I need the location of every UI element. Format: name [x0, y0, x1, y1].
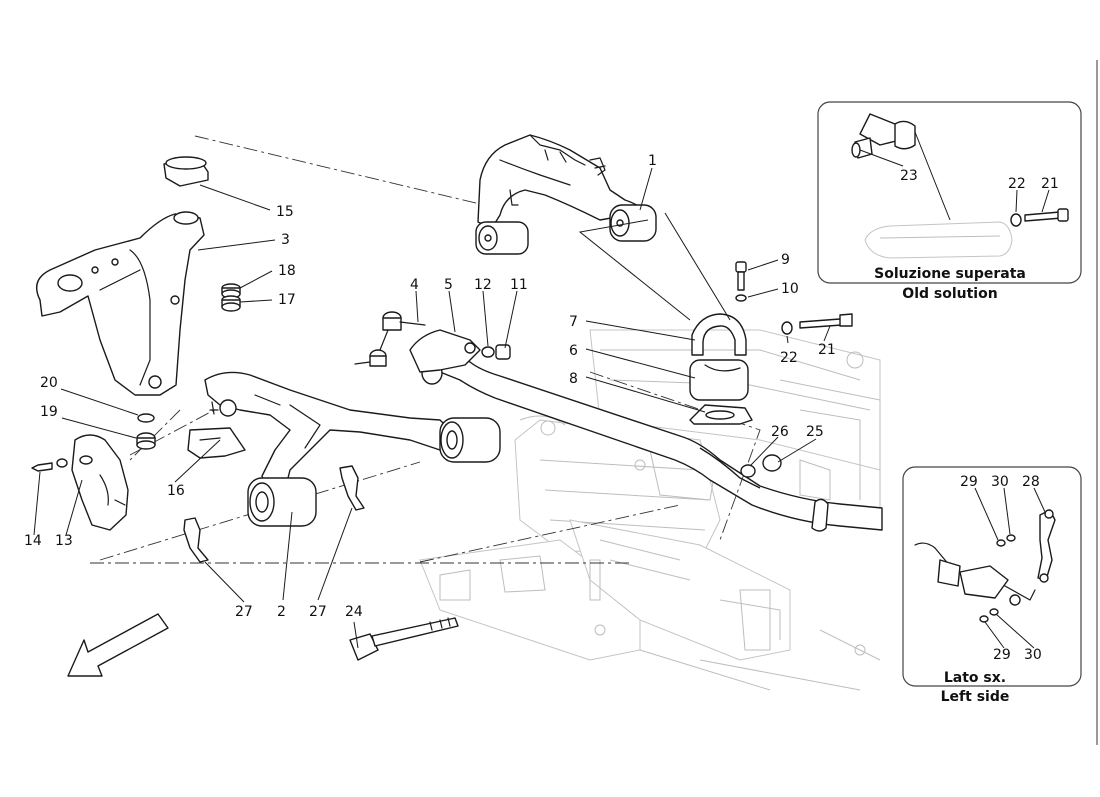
inset-left-side: 29 30 28 29 30 Lato sx. Left side: [902, 466, 1082, 705]
lower-control-arm: [204, 371, 501, 527]
part-number-labels: 1 2 3 4 5 6 7 8 9 10 11 12 13 14 15 16 1…: [24, 153, 836, 620]
inset-left-caption-it: Lato sx.: [944, 670, 1006, 686]
upper-control-arm: [475, 134, 657, 255]
label-6: 6: [569, 343, 578, 359]
stabilizer-end: [409, 329, 511, 373]
label-20: 20: [40, 375, 58, 391]
label-26: 26: [771, 424, 789, 440]
reference-lines: [90, 135, 761, 564]
inset-left-label-28: 28: [1022, 474, 1040, 490]
label-3: 3: [281, 232, 290, 248]
label-15: 15: [276, 204, 294, 220]
label-10: 10: [781, 281, 799, 297]
inset-old-label-23: 23: [900, 168, 918, 184]
bushings-25-26: [740, 454, 782, 478]
label-16: 16: [167, 483, 185, 499]
long-bolt: [349, 617, 459, 661]
label-27-left: 27: [235, 604, 253, 620]
inset-left-label-30-bottom: 30: [1024, 647, 1042, 663]
clips-27: [183, 465, 365, 563]
label-2: 2: [277, 604, 286, 620]
inset-old-caption-en: Old solution: [902, 286, 997, 302]
washers-small: [136, 283, 241, 450]
inset-left-caption-en: Left side: [941, 689, 1010, 705]
label-4: 4: [410, 277, 419, 293]
label-11: 11: [510, 277, 528, 293]
label-5: 5: [444, 277, 453, 293]
drop-link: [354, 311, 426, 367]
label-1: 1: [648, 153, 657, 169]
label-12: 12: [474, 277, 492, 293]
inset-left-label-29-bottom: 29: [993, 647, 1011, 663]
bolt-14: [31, 458, 68, 472]
label-7: 7: [569, 314, 578, 330]
steering-knuckle: [36, 156, 209, 396]
inset-left-label-29-top: 29: [960, 474, 978, 490]
label-21: 21: [818, 342, 836, 358]
label-27-right: 27: [309, 604, 327, 620]
label-8: 8: [569, 371, 578, 387]
label-13: 13: [55, 533, 73, 549]
bar-bracket: [689, 313, 753, 425]
bolts-upper: [735, 261, 853, 335]
label-14: 14: [24, 533, 42, 549]
label-24: 24: [345, 604, 363, 620]
leader-lines: [33, 167, 831, 649]
label-9: 9: [781, 252, 790, 268]
inset-left-label-30-top: 30: [991, 474, 1009, 490]
direction-arrow-icon: [67, 613, 169, 677]
label-25: 25: [806, 424, 824, 440]
label-22: 22: [780, 350, 798, 366]
inset-old-label-21: 21: [1041, 176, 1059, 192]
label-17: 17: [278, 292, 296, 308]
inset-old-caption-it: Soluzione superata: [874, 266, 1026, 282]
inset-old-label-22: 22: [1008, 176, 1026, 192]
label-19: 19: [40, 404, 58, 420]
label-18: 18: [278, 263, 296, 279]
inset-old-solution: 23 22 21 Soluzione superata Old solution: [817, 101, 1082, 302]
dust-shield: [71, 434, 129, 531]
